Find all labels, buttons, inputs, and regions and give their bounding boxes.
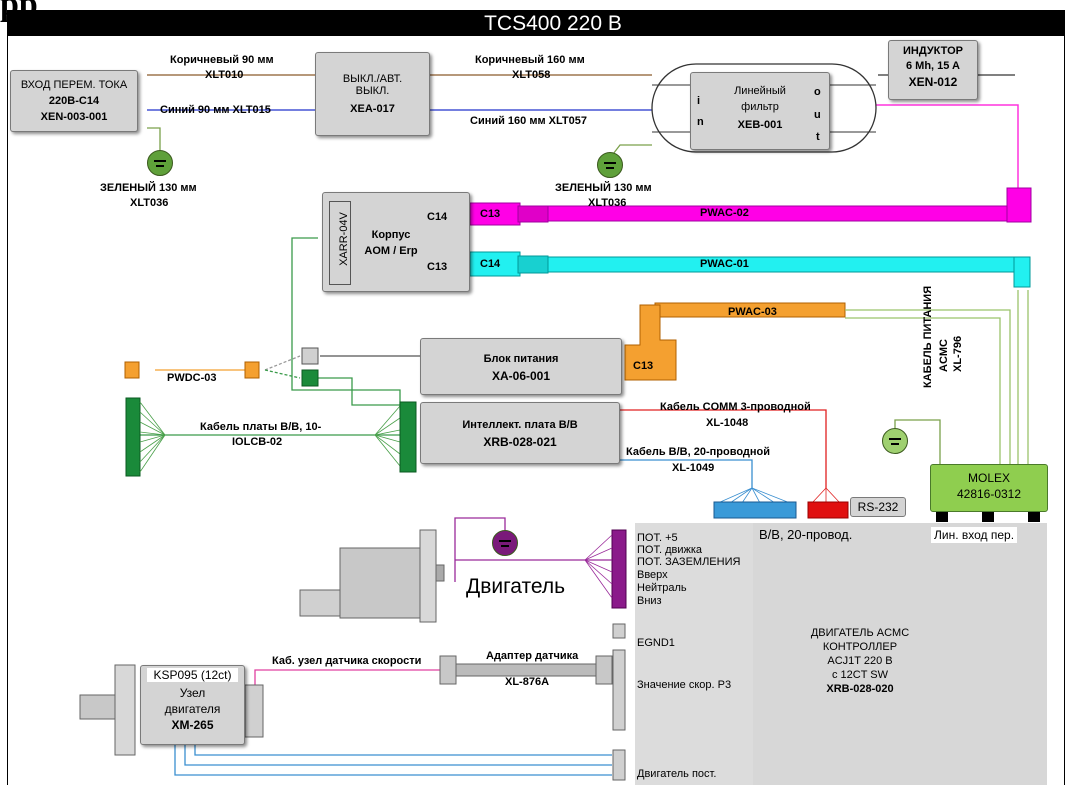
pin-down: Вниз <box>637 595 662 607</box>
pin-pot5: ПОТ. +5 <box>637 532 678 544</box>
inductor-box: ИНДУКТОР 6 Mh, 15 A XEN-012 <box>888 40 978 100</box>
controller-line1: ДВИГАТЕЛЬ ACMC <box>810 627 910 639</box>
diagram-frame <box>7 35 1065 785</box>
hv-cable-line2: IOLCB-02 <box>232 436 283 448</box>
controller-line4: с 12CT SW <box>831 669 889 681</box>
blue90-label: Синий 90 мм XLT015 <box>160 104 271 116</box>
breaker-line1: ВЫКЛ./АВТ. <box>342 73 403 85</box>
motor-assembly-box: KSP095 (12ct) Узел двигателя XM-265 <box>140 665 245 745</box>
housing-line1: Корпус <box>371 229 411 241</box>
sensor-adapter-line1: Адаптер датчика <box>486 650 579 662</box>
ground-icon <box>882 428 908 454</box>
psu-line1: Блок питания <box>483 353 559 365</box>
inductor-line3: XEN-012 <box>908 75 958 89</box>
c13a-label: C13 <box>480 208 501 220</box>
motor-assy-line2: Узел <box>179 686 206 700</box>
ground-icon <box>147 150 173 176</box>
pwac03-label: PWAC-03 <box>728 306 777 318</box>
rs232-box: RS-232 <box>850 497 906 517</box>
title-bar <box>7 10 1065 36</box>
motor-controller-panel: В/В, 20-провод. Лин. вход пер. ПОТ. +5 П… <box>635 523 1047 785</box>
controller-text: ДВИГАТЕЛЬ ACMC КОНТРОЛЛЕР ACJ1T 220 В с … <box>775 627 945 695</box>
ac-input-line3: XEN-003-001 <box>40 111 108 123</box>
ac-input-line1: ВХОД ПЕРЕМ. ТОКА <box>20 79 128 91</box>
pin-up: Вверх <box>637 569 668 581</box>
molex-line2: 42816-0312 <box>956 487 1022 501</box>
pwdc03-label: PWDC-03 <box>167 372 217 384</box>
ground-icon <box>597 152 623 178</box>
filter-out-t: t <box>816 131 820 143</box>
xlt058-label: XLT058 <box>512 69 551 81</box>
green1-label: ЗЕЛЕНЫЙ 130 мм <box>100 182 197 194</box>
pin-pot-ground: ПОТ. ЗАЗЕМЛЕНИЯ <box>637 556 741 568</box>
breaker-line2: ВЫКЛ. <box>355 85 390 97</box>
breaker-line3: XEA-017 <box>350 103 395 115</box>
c14a-label: C14 <box>480 258 501 270</box>
housing-c14: C14 <box>427 211 448 223</box>
ac-input-box: ВХОД ПЕРЕМ. ТОКА 220В-С14 XEN-003-001 <box>10 70 138 132</box>
molex-box: MOLEX 42816-0312 <box>930 464 1048 512</box>
hv-board-box: Интеллект. плата В/В XRB-028-021 <box>420 402 620 464</box>
filter-line2: фильтр <box>741 101 779 113</box>
housing-side-frame <box>329 201 351 285</box>
diagram-title: TCS400 220 В <box>484 12 622 35</box>
housing-line2: AOM / Erp <box>364 245 418 257</box>
green2-label: ЗЕЛЕНЫЙ 130 мм <box>555 182 652 194</box>
molex-line1: MOLEX <box>967 471 1010 485</box>
breaker-box: ВЫКЛ./АВТ. ВЫКЛ. XEA-017 <box>315 52 430 136</box>
hv20-label: В/В, 20-провод. <box>759 527 853 542</box>
green2-code: XLT036 <box>588 197 627 209</box>
hv-board-line1: Интеллект. плата В/В <box>462 419 578 431</box>
comm-cable-line2: XL-1048 <box>706 417 749 429</box>
xlt010-label: XLT010 <box>205 69 244 81</box>
housing-c13: C13 <box>427 261 448 273</box>
rs232-label: RS-232 <box>857 500 899 514</box>
sensor-adapter-line2: XL-876A <box>505 676 550 688</box>
inductor-line2: 6 Mh, 15 A <box>906 60 960 72</box>
acmc-cable-line3: XL-796 <box>952 335 964 372</box>
filter-line1: Линейный <box>734 85 786 97</box>
acmc-cable-line2: ACMC <box>938 339 950 372</box>
pin-neutral: Нейтраль <box>637 582 687 594</box>
blue160-label: Синий 160 мм XLT057 <box>470 115 587 127</box>
psu-box: Блок питания XA-06-001 <box>420 338 622 395</box>
hv20-cable-line1: Кабель В/В, 20-проводной <box>626 446 771 458</box>
inductor-line1: ИНДУКТОР <box>903 45 963 57</box>
pin-column <box>635 523 753 785</box>
ground-icon <box>492 530 518 556</box>
motor-assy-line4: XM-265 <box>171 718 214 732</box>
filter-out-o: o <box>814 86 821 98</box>
filter-in-i: i <box>697 95 701 107</box>
filter-box: Линейный фильтр XEB-001 <box>690 72 830 150</box>
motor-assy-line1: KSP095 (12ct) <box>147 668 238 682</box>
filter-line3: XEB-001 <box>737 119 783 131</box>
brown90-label: Коричневый 90 мм <box>170 54 274 66</box>
hv-board-line2: XRB-028-021 <box>483 435 557 449</box>
controller-line2: КОНТРОЛЛЕР <box>822 641 898 653</box>
pwac01-label: PWAC-01 <box>700 258 749 270</box>
c13b-label: C13 <box>633 360 654 372</box>
green1-code: XLT036 <box>130 197 169 209</box>
ac-input-line2: 220В-С14 <box>48 95 100 107</box>
speed-value-label: Значение скор. P3 <box>637 679 732 691</box>
brown160-label: Коричневый 160 мм <box>475 54 585 66</box>
hv20-cable-line2: XL-1049 <box>672 462 715 474</box>
controller-line3: ACJ1T 220 В <box>827 655 893 667</box>
filter-in-n: n <box>697 116 704 128</box>
acmc-cable-line1: КАБЕЛЬ ПИТАНИЯ <box>922 285 934 388</box>
motor-label: Двигатель <box>466 575 566 598</box>
controller-line5: XRB-028-020 <box>826 683 894 695</box>
egnd-label: EGND1 <box>637 637 675 649</box>
speed-sensor-cable-label: Каб. узел датчика скорости <box>272 655 422 667</box>
motor-const-label: Двигатель пост. <box>637 768 717 780</box>
hv-cable-line1: Кабель платы В/В, 10- <box>200 421 322 433</box>
comm-cable-line1: Кабель COMM 3-проводной <box>660 401 811 413</box>
motor-assy-line3: двигателя <box>164 702 221 716</box>
ac-line-in-label: Лин. вход пер. <box>931 527 1018 543</box>
housing-box: XARR-04V Корпус AOM / Erp C14 C13 <box>322 192 470 292</box>
pin-pot-wiper: ПОТ. движка <box>637 544 703 556</box>
pwac02-label: PWAC-02 <box>700 207 749 219</box>
filter-out-u: u <box>814 109 821 121</box>
psu-line2: XA-06-001 <box>491 369 551 383</box>
